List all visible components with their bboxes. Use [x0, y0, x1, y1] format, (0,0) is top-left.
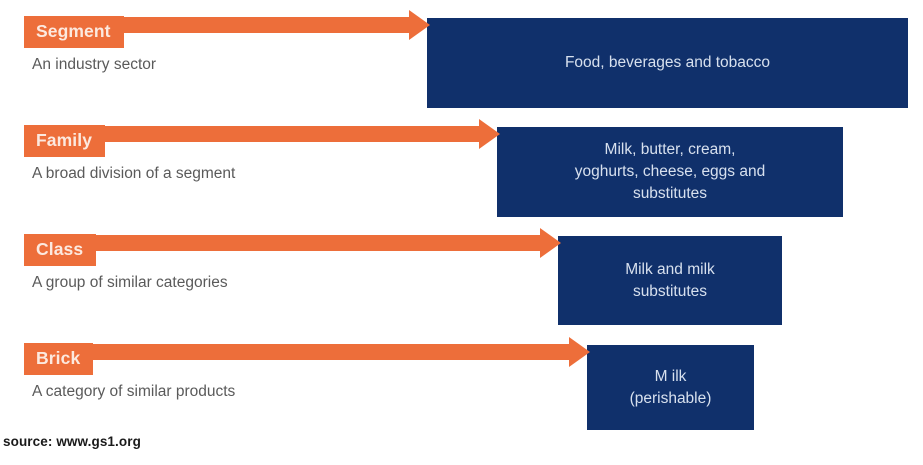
arrow-shaft-brick [24, 344, 570, 360]
label-tab-brick: Brick [24, 343, 94, 375]
description-family: A broad division of a segment [32, 165, 236, 182]
description-brick: A category of similar products [32, 383, 236, 400]
arrow-head-class [540, 228, 561, 258]
arrow-head-family [479, 119, 500, 149]
label-text-segment: Segment [36, 21, 111, 42]
description-class: A group of similar categories [32, 274, 228, 291]
label-tab-class: Class [24, 234, 97, 266]
value-box-class: Milk and milk substitutes [558, 236, 782, 325]
arrow-shaft-class [24, 235, 541, 251]
value-box-brick: M ilk (perishable) [587, 345, 754, 430]
label-text-brick: Brick [36, 348, 81, 369]
description-segment: An industry sector [32, 56, 157, 73]
label-text-class: Class [36, 239, 84, 260]
source-note: source: www.gs1.org [3, 434, 141, 449]
label-text-family: Family [36, 130, 93, 151]
arrow-shaft-family [24, 126, 480, 142]
value-text-family: Milk, butter, cream, yoghurts, cheese, e… [574, 141, 766, 202]
value-text-segment: Food, beverages and tobacco [564, 54, 771, 71]
value-box-family: Milk, butter, cream, yoghurts, cheese, e… [497, 127, 843, 217]
label-tab-segment: Segment [24, 16, 124, 48]
value-box-segment: Food, beverages and tobacco [427, 18, 908, 108]
value-text-brick: M ilk (perishable) [629, 367, 712, 407]
arrow-head-segment [409, 10, 430, 40]
value-text-class: Milk and milk substitutes [625, 260, 715, 300]
arrow-head-brick [569, 337, 590, 367]
label-tab-family: Family [24, 125, 106, 157]
